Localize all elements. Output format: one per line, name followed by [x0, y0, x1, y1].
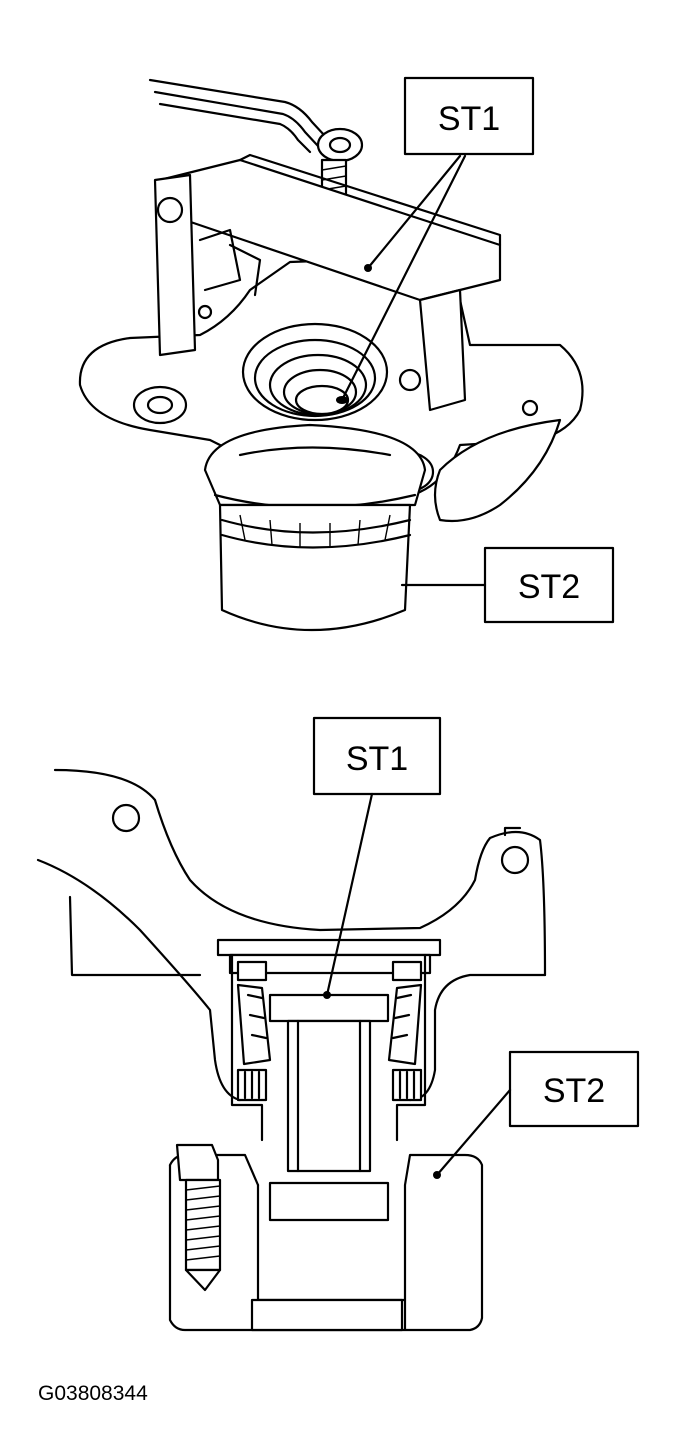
- st2-base-cylinder: [203, 423, 427, 632]
- wrench: [148, 78, 364, 163]
- knuckle-section: [36, 768, 547, 1102]
- callout-st2-top: ST2: [400, 546, 615, 624]
- top-illustration: ST1 ST2: [78, 76, 615, 632]
- callout-st1-top-label: ST1: [438, 100, 500, 138]
- callout-st1-section: ST1: [312, 716, 442, 997]
- section-illustration: ST1 ST2: [36, 716, 640, 1332]
- callout-st2-top-label: ST2: [518, 568, 580, 606]
- callout-st1-top: ST1: [340, 76, 535, 402]
- st2-base-section: [168, 1153, 484, 1332]
- st1-puller-frame: [153, 153, 502, 412]
- callout-st2-section: ST2: [435, 1050, 640, 1177]
- right-bearing: [387, 960, 423, 1102]
- callout-st2-section-label: ST2: [543, 1072, 605, 1110]
- hub-bore: [241, 322, 389, 422]
- st1-press-shaft: [268, 991, 390, 1173]
- left-bearing: [236, 960, 272, 1102]
- callout-st1-section-label: ST1: [346, 740, 408, 778]
- wheel-stud: [175, 1143, 222, 1292]
- figure-code: G03808344: [38, 1382, 148, 1405]
- bearing-housing: [216, 938, 442, 1142]
